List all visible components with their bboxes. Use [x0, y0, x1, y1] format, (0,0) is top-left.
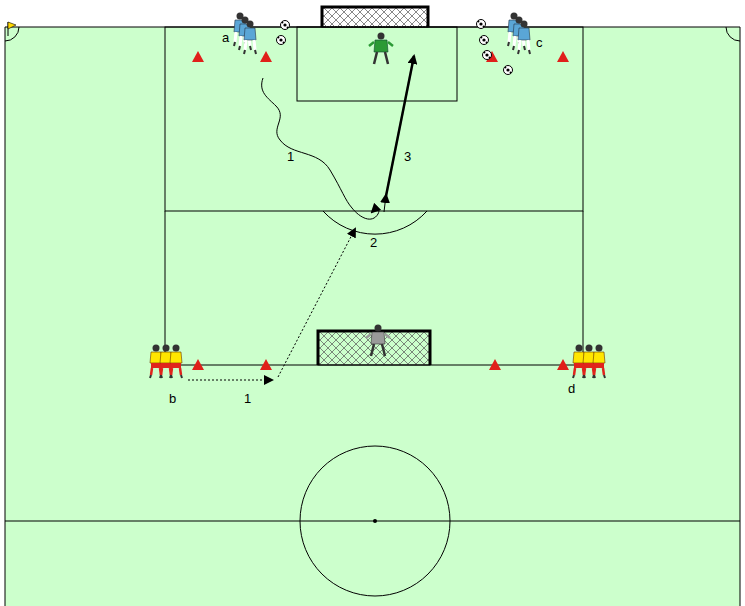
callout-number: 3 [404, 150, 411, 163]
player-label: a [222, 31, 229, 44]
callout-number: 1 [244, 392, 251, 405]
player-label: d [568, 382, 575, 395]
player-label: b [169, 392, 176, 405]
callout-number: 1 [287, 150, 294, 163]
player-label: c [536, 36, 543, 49]
callout-number: 2 [370, 236, 377, 249]
